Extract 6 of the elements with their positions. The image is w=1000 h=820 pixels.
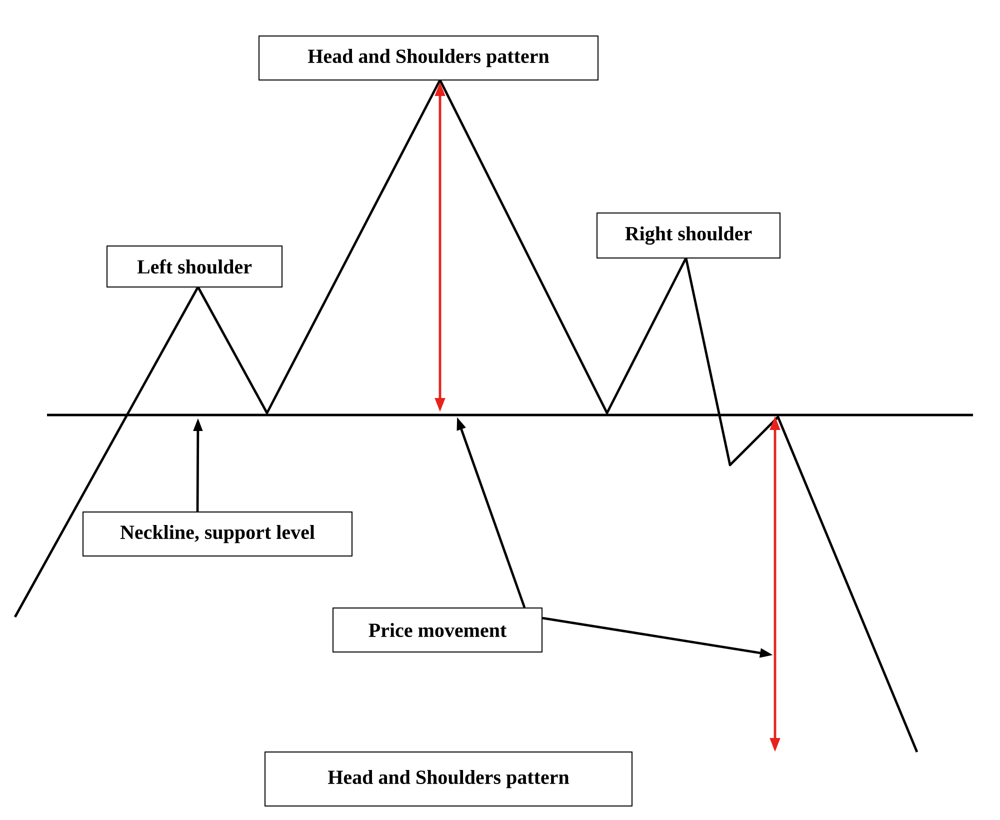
- label-box: Head and Shoulders pattern: [258, 36, 598, 80]
- label-box: Left shoulder: [106, 246, 282, 288]
- label-box: Right shoulder: [596, 212, 781, 258]
- label-box: Head and Shoulders pattern: [264, 752, 632, 806]
- label-box: Neckline, support level: [82, 512, 352, 556]
- label-box: Price movement: [332, 608, 542, 652]
